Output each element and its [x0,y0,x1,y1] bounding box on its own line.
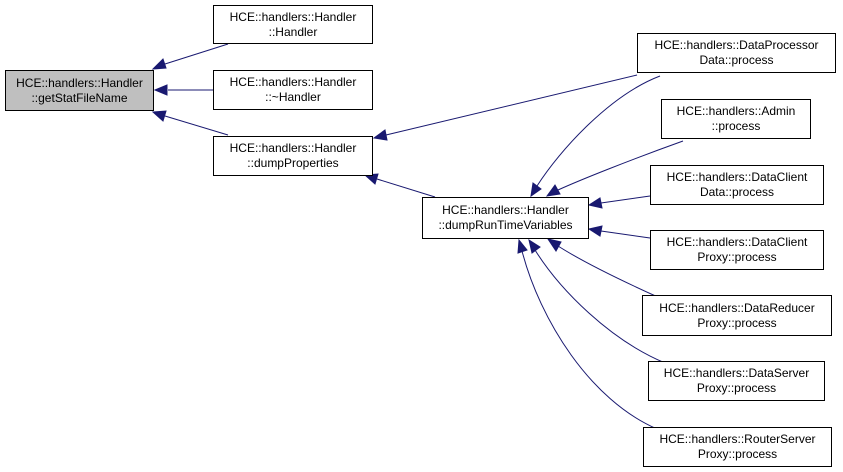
edge-datareducer-to-dumpruntime [557,245,661,299]
node-admin-process[interactable]: HCE::handlers::Admin ::process [661,99,811,139]
arrowhead [587,197,603,209]
node-label-line1: HCE::handlers::DataClient [666,170,808,184]
node-label-line2: Proxy::process [697,315,777,330]
arrowhead [151,58,167,70]
node-label-line2: ::dumpRunTimeVariables [438,218,573,232]
node-label-line1: HCE::handlers::Handler [16,75,143,90]
node-label-line2: ::process [711,119,761,133]
edge-dataprocessor-to-dumpproperties [385,74,638,136]
node-getstatfilename[interactable]: HCE::handlers::Handler ::getStatFileName [5,70,154,111]
edge-dataclientproxy-to-dumpruntime [600,230,651,239]
edge-dataclientdata-to-dumpruntime [600,195,651,204]
node-dumpproperties[interactable]: HCE::handlers::Handler ::dumpProperties [213,136,373,176]
node-label-line1: HCE::handlers::Handler [229,141,357,155]
edge-handler-to-getstatfilename [164,43,229,65]
node-label-line1: HCE::handlers::Handler [442,203,569,217]
edge-dumpruntime-to-dumpproperties [376,178,436,198]
node-label-line2: ::getStatFileName [31,90,128,105]
node-dumpruntimevariables[interactable]: HCE::handlers::Handler ::dumpRunTimeVari… [422,197,589,239]
node-label-line1: HCE::handlers::Admin [676,104,796,118]
node-label-line1: HCE::handlers::DataClient [666,235,808,249]
node-routerserverproxy-process[interactable]: HCE::handlers::RouterServer Proxy::proce… [643,427,832,467]
arrowhead [528,238,541,254]
arrowhead [153,84,168,96]
arrowhead [545,184,561,197]
node-label-line2: Data::process [699,185,775,199]
node-handler-destructor[interactable]: HCE::handlers::Handler ::~Handler [213,70,373,110]
arrowhead [372,129,388,141]
node-dataprocessordata-process[interactable]: HCE::handlers::DataProcessor Data::proce… [637,33,836,73]
node-label-line1: HCE::handlers::DataReducer [659,300,815,315]
arrowhead [587,225,603,237]
node-label-line1: HCE::handlers::RouterServer [659,432,816,446]
node-label-line2: ::~Handler [265,90,321,104]
edge-routerserver-to-dumpruntime [521,250,658,430]
node-dataclientproxy-process[interactable]: HCE::handlers::DataClient Proxy::process [650,230,824,270]
edge-dataprocessor-to-dumpruntime [536,75,661,187]
node-label-line1: HCE::handlers::Handler [229,75,357,89]
edge-admin-to-dumpruntime [557,140,684,191]
node-label-line2: Data::process [699,53,774,67]
node-label-line1: HCE::handlers::DataServer [663,366,810,380]
node-datareducerproxy-process[interactable]: HCE::handlers::DataReducer Proxy::proces… [642,295,832,336]
node-dataclientdata-process[interactable]: HCE::handlers::DataClient Data::process [650,165,824,205]
arrowhead [517,238,528,254]
node-label-line1: HCE::handlers::DataProcessor [654,38,819,52]
node-label-line2: ::dumpProperties [247,156,339,170]
node-label-line2: ::Handler [268,24,318,39]
edge-dumpproperties-to-getstatfilename [164,115,229,136]
edge-dataserver-to-dumpruntime [534,249,666,364]
arrowhead [151,110,167,122]
node-label-line2: Proxy::process [696,381,777,395]
node-label-line1: HCE::handlers::Handler [229,9,357,24]
node-label-line2: Proxy::process [697,447,778,461]
arrowhead [530,182,542,198]
node-dataserverproxy-process[interactable]: HCE::handlers::DataServer Proxy::process [648,361,825,401]
arrowhead [546,238,562,252]
node-label-line2: Proxy::process [697,250,777,264]
node-handler-constructor[interactable]: HCE::handlers::Handler ::Handler [213,5,373,44]
